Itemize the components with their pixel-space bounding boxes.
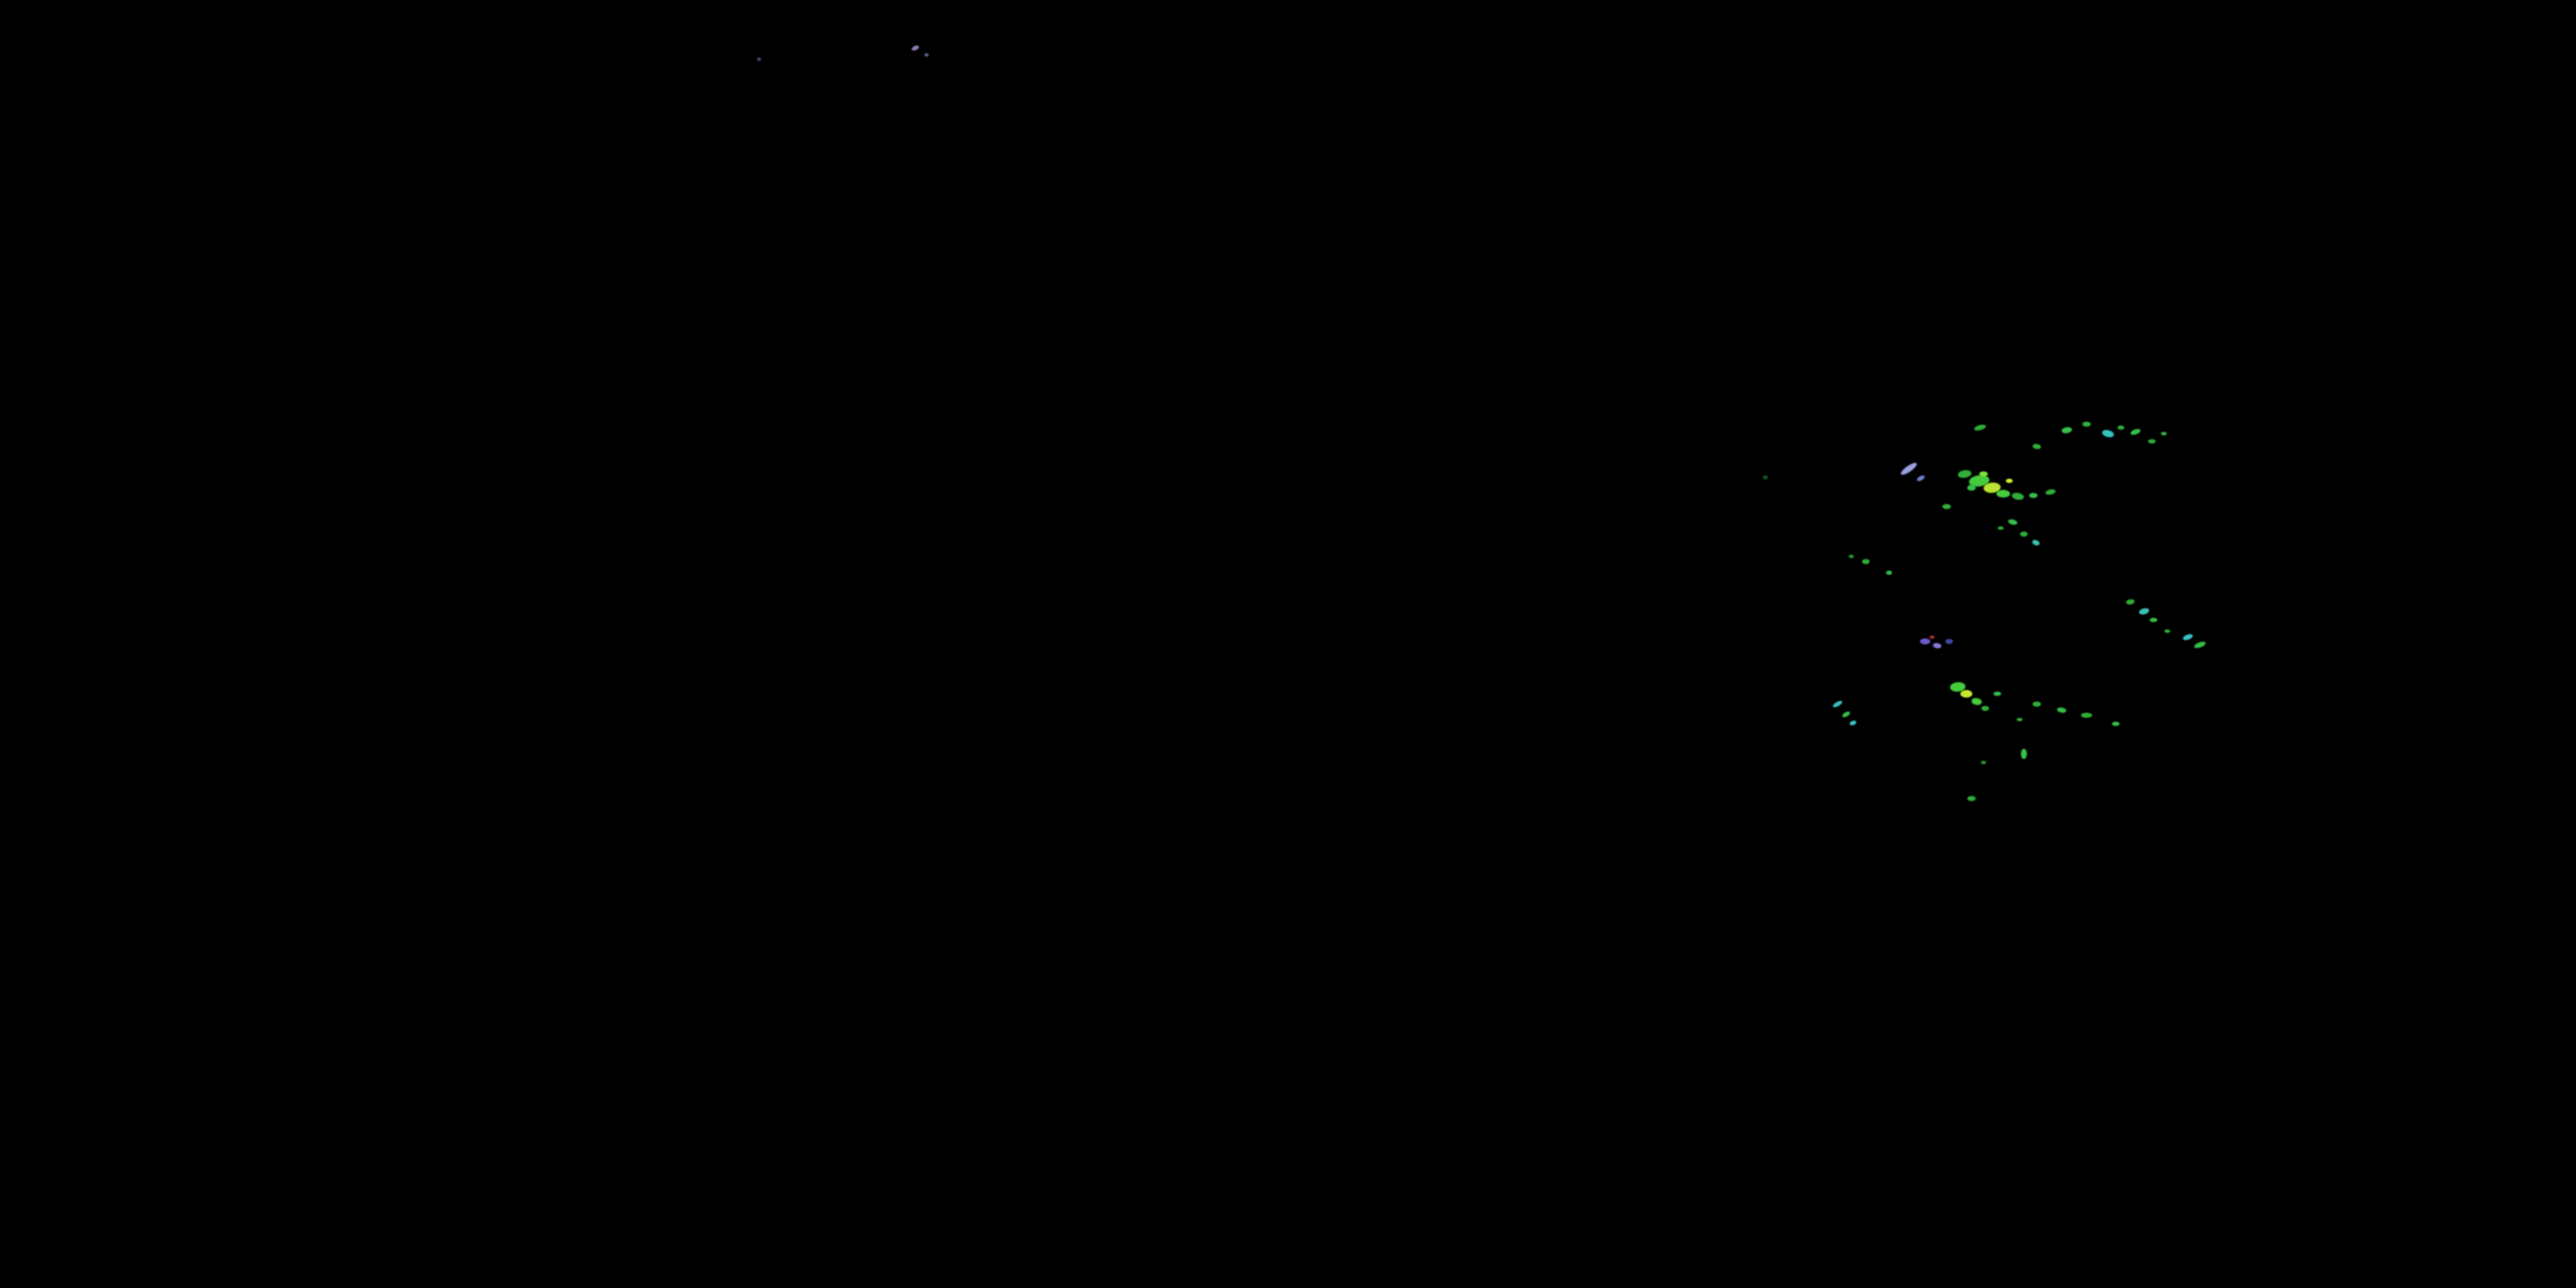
radar-echo <box>1932 642 1942 649</box>
radar-echo <box>1957 469 1972 479</box>
radar-echo <box>1967 484 1976 491</box>
radar-echo <box>2044 488 2057 496</box>
radar-echo <box>2032 702 2041 707</box>
radar-echo <box>2057 707 2067 714</box>
radar-echo <box>2101 428 2115 439</box>
radar-echo <box>1763 475 1768 480</box>
radar-echo <box>924 53 929 57</box>
radar-echo <box>2164 629 2171 633</box>
radar-echo <box>2160 432 2167 435</box>
radar-echo <box>2011 491 2025 501</box>
radar-echo <box>2148 439 2156 444</box>
radar-echo <box>1841 710 1851 719</box>
radar-echo <box>1971 697 1983 706</box>
radar-echo <box>1960 690 1972 698</box>
radar-echo <box>2125 598 2136 605</box>
radar-echo <box>2129 428 2142 436</box>
radar-echo <box>2020 532 2028 537</box>
radar-echo <box>2111 721 2120 726</box>
radar-echo <box>2029 493 2038 498</box>
radar-echo <box>2082 422 2091 427</box>
radar-echo <box>756 58 762 61</box>
radar-echo <box>2138 607 2150 616</box>
radar-echo <box>1832 699 1844 709</box>
radar-echo <box>1981 706 1990 711</box>
radar-echo <box>1862 559 1870 564</box>
radar-echo <box>1993 691 2002 696</box>
radar-echo <box>2032 443 2042 450</box>
radar-echo <box>910 44 920 52</box>
radar-echo <box>1979 471 1988 477</box>
radar-echo <box>1899 460 1919 477</box>
radar-echo <box>1849 555 1854 558</box>
radar-echo <box>2117 425 2124 430</box>
radar-echo <box>2061 426 2073 434</box>
radar-echo <box>1967 796 1976 801</box>
radar-echo <box>1886 570 1893 575</box>
radar-echo <box>1920 638 1930 645</box>
radar-echo <box>2182 633 2194 641</box>
radar-echo <box>2193 640 2207 650</box>
radar-echo <box>2007 518 2019 526</box>
radar-echo <box>2016 718 2023 721</box>
radar-echo <box>1916 474 1926 483</box>
radar-echo <box>1942 504 1951 509</box>
radar-echo <box>1973 423 1987 432</box>
radar-echo <box>1996 489 2010 498</box>
radar-echo <box>2149 617 2158 623</box>
radar-echo <box>2031 538 2041 547</box>
radar-echo <box>1981 761 1986 764</box>
radar-echo <box>1997 526 2004 530</box>
radar-echo <box>2006 478 2013 483</box>
radar-echo <box>1849 720 1857 726</box>
radar-echo <box>1929 635 1935 639</box>
radar-echo <box>2020 749 2027 759</box>
radar-echo <box>2081 713 2093 718</box>
radar-echo <box>1945 639 1953 644</box>
